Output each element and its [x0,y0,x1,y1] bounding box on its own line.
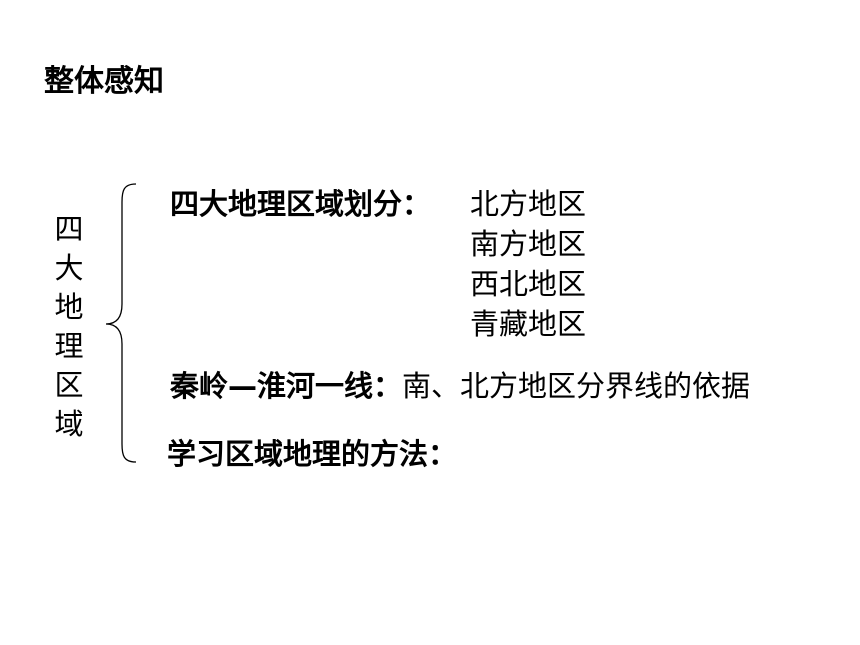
qinling-huaihe-description: 南、北方地区分界线的依据 [402,369,751,403]
region-item: 北方地区 [470,187,587,221]
region-item: 南方地区 [470,227,587,261]
learning-method-label: 学习区域地理的方法： [167,437,458,471]
vertical-char: 区 [54,368,84,402]
qinling-huaihe-row: 秦岭—淮河一线：南、北方地区分界线的依据 [170,366,750,407]
vertical-char: 地 [54,290,84,324]
region-item: 青藏地区 [470,307,587,341]
regions-list: 北方地区 南方地区 西北地区 青藏地区 [470,184,586,344]
regions-division-row: 四大地理区域划分： [170,184,431,225]
vertical-char: 大 [54,251,84,285]
vertical-topic-label: 四 大 地 理 区 域 [52,210,86,444]
vertical-char: 理 [54,329,84,363]
qinling-huaihe-label: 秦岭—淮河一线： [170,369,403,403]
slide-title: 整体感知 [44,64,164,99]
regions-division-label: 四大地理区域划分： [170,187,432,221]
vertical-char: 四 [54,212,84,246]
region-item: 西北地区 [470,267,587,301]
curly-brace-icon [105,183,137,463]
vertical-char: 域 [54,407,84,441]
